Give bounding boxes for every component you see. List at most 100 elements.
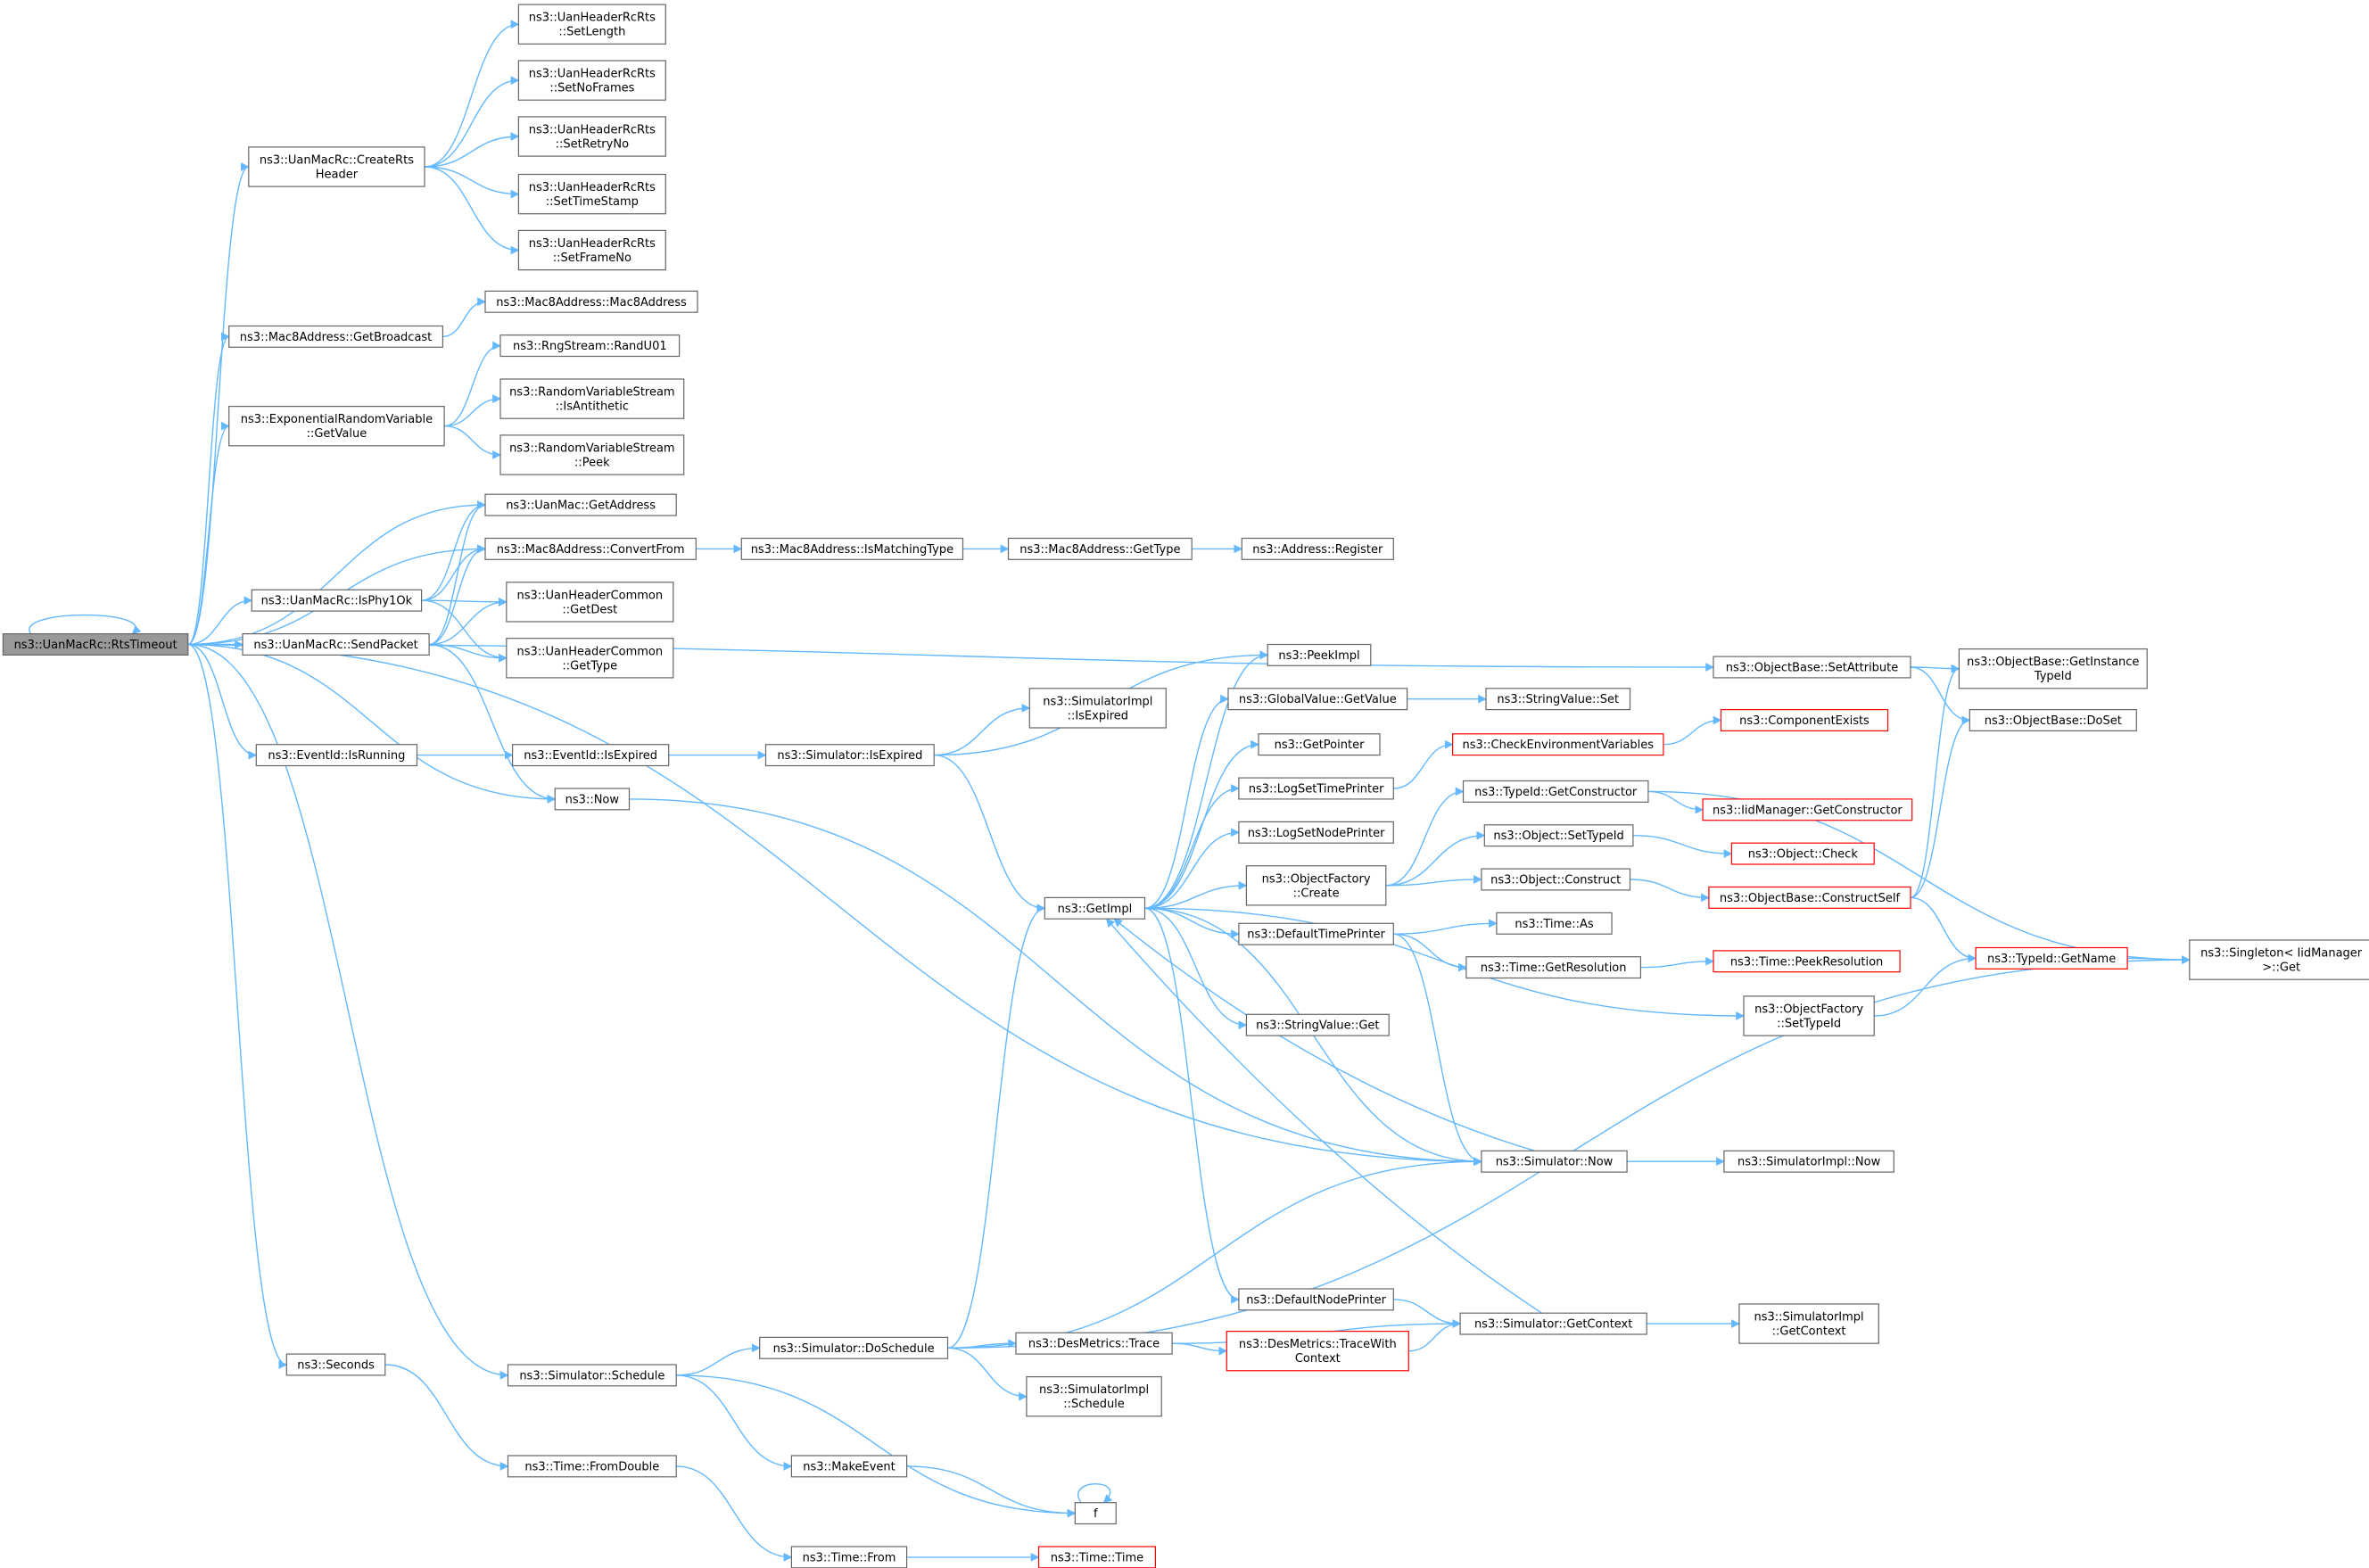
node-gvGetValue[interactable]: ns3::GlobalValue::GetValue — [1227, 688, 1408, 711]
node-makeEvent[interactable]: ns3::MakeEvent — [790, 1455, 908, 1478]
node-simNow[interactable]: ns3::Simulator::Now — [1481, 1150, 1628, 1173]
node-setTimeStamp[interactable]: ns3::UanHeaderRcRts::SetTimeStamp — [517, 173, 666, 215]
node-getDest[interactable]: ns3::UanHeaderCommon::GetDest — [506, 582, 674, 623]
node-now[interactable]: ns3::Now — [554, 788, 631, 811]
node-constructSelf[interactable]: ns3::ObjectBase::ConstructSelf — [1708, 886, 1911, 909]
node-peekImpl[interactable]: ns3::PeekImpl — [1267, 643, 1372, 666]
node-box — [1007, 537, 1193, 560]
node-simImplIsExpired[interactable]: ns3::SimulatorImpl::IsExpired — [1028, 688, 1167, 729]
node-addrRegister[interactable]: ns3::Address::Register — [1241, 537, 1394, 560]
node-getBroadcast[interactable]: ns3::Mac8Address::GetBroadcast — [228, 325, 444, 348]
node-objCheck[interactable]: ns3::Object::Check — [1730, 842, 1875, 865]
node-eventIsRunning[interactable]: ns3::EventId::IsRunning — [255, 744, 418, 767]
node-label: ns3::Mac8Address::Mac8Address — [496, 296, 687, 309]
node-logSetNodePrinter[interactable]: ns3::LogSetNodePrinter — [1238, 821, 1394, 844]
edge-createRts-to-setTimeStamp — [424, 166, 520, 199]
edge-sendPacket-to-hdrGetType — [429, 643, 508, 663]
node-singletonGet[interactable]: ns3::Singleton< IidManager>::Get — [2189, 939, 2369, 980]
edge-logSetTimePrinter-to-checkEnv — [1393, 739, 1454, 789]
edge-getImpl-to-stringValueGet — [1144, 907, 1248, 1030]
node-timeFrom[interactable]: ns3::Time::From — [790, 1546, 908, 1568]
node-fromDouble[interactable]: ns3::Time::FromDouble — [507, 1455, 677, 1478]
node-label: ns3::UanHeaderRcRts — [529, 68, 656, 81]
node-isAntithetic[interactable]: ns3::RandomVariableStream::IsAntithetic — [499, 378, 685, 419]
node-label: ns3::EventId::IsRunning — [268, 749, 405, 763]
node-simImplGetContext[interactable]: ns3::SimulatorImpl::GetContext — [1738, 1303, 1879, 1344]
node-objSetTypeId[interactable]: ns3::Object::SetTypeId — [1483, 824, 1634, 847]
node-isPhy1Ok[interactable]: ns3::UanMacRc::IsPhy1Ok — [251, 589, 423, 612]
node-checkEnv[interactable]: ns3::CheckEnvironmentVariables — [1451, 733, 1664, 756]
node-objConstruct[interactable]: ns3::Object::Construct — [1481, 868, 1631, 891]
node-setNoFrames[interactable]: ns3::UanHeaderRcRts::SetNoFrames — [517, 60, 666, 101]
node-setAttribute[interactable]: ns3::ObjectBase::SetAttribute — [1713, 656, 1911, 679]
node-simImplNow[interactable]: ns3::SimulatorImpl::Now — [1723, 1150, 1894, 1173]
node-hdrGetType[interactable]: ns3::UanHeaderCommon::GetType — [506, 638, 674, 679]
node-box — [1238, 821, 1394, 844]
node-simIsExpired[interactable]: ns3::Simulator::IsExpired — [764, 744, 935, 767]
edge-root-to-root — [29, 614, 142, 635]
node-ofSetTypeId[interactable]: ns3::ObjectFactory::SetTypeId — [1743, 995, 1875, 1036]
node-mac8ctor[interactable]: ns3::Mac8Address::Mac8Address — [484, 290, 698, 313]
node-componentExists[interactable]: ns3::ComponentExists — [1720, 708, 1889, 731]
node-peekResolution[interactable]: ns3::Time::PeekResolution — [1713, 950, 1901, 973]
node-box — [1481, 1150, 1628, 1173]
node-isMatchingType[interactable]: ns3::Mac8Address::IsMatchingType — [740, 537, 964, 560]
node-label: ns3::RandomVariableStream — [509, 442, 675, 456]
node-box — [1483, 824, 1634, 847]
node-setLength[interactable]: ns3::UanHeaderRcRts::SetLength — [517, 4, 666, 45]
node-simImplSchedule[interactable]: ns3::SimulatorImpl::Schedule — [1026, 1375, 1162, 1417]
node-label: ns3::UanHeaderCommon — [516, 589, 663, 602]
node-box — [740, 537, 964, 560]
edge-sendPacket-to-convertFrom — [429, 544, 486, 646]
node-convertFrom[interactable]: ns3::Mac8Address::ConvertFrom — [484, 537, 697, 560]
node-label: ns3::TypeId::GetConstructor — [1474, 786, 1638, 799]
node-eventIsExpired[interactable]: ns3::EventId::IsExpired — [511, 744, 670, 767]
node-typeIdGetCtor[interactable]: ns3::TypeId::GetConstructor — [1462, 780, 1649, 803]
node-defaultNodePrinter[interactable]: ns3::DefaultNodePrinter — [1238, 1288, 1394, 1311]
node-box — [517, 60, 666, 101]
node-f[interactable]: f — [1074, 1502, 1117, 1525]
node-logSetTimePrinter[interactable]: ns3::LogSetTimePrinter — [1238, 777, 1394, 800]
node-getResolution[interactable]: ns3::Time::GetResolution — [1465, 956, 1642, 979]
node-box — [517, 116, 666, 157]
edge-root-to-simNow — [187, 643, 1482, 1167]
node-root[interactable]: ns3::UanMacRc::RtsTimeout — [2, 632, 189, 656]
node-stringValueSet[interactable]: ns3::StringValue::Set — [1485, 688, 1631, 711]
node-box — [484, 290, 698, 313]
node-label: ns3::StringValue::Get — [1256, 1019, 1379, 1033]
node-setRetryNo[interactable]: ns3::UanHeaderRcRts::SetRetryNo — [517, 116, 666, 157]
node-box — [484, 493, 677, 516]
node-box — [554, 788, 631, 811]
node-label: ns3::DefaultTimePrinter — [1247, 928, 1385, 942]
node-label: ns3::Time::As — [1515, 918, 1594, 931]
edge-root-to-setAttribute — [187, 643, 1714, 672]
node-box — [1028, 688, 1167, 729]
node-timeTime[interactable]: ns3::Time::Time — [1037, 1546, 1156, 1568]
node-doSet[interactable]: ns3::ObjectBase::DoSet — [1969, 708, 2137, 731]
node-seconds[interactable]: ns3::Seconds — [285, 1353, 386, 1376]
node-uanGetAddress[interactable]: ns3::UanMac::GetAddress — [484, 493, 677, 516]
node-getImpl[interactable]: ns3::GetImpl — [1044, 896, 1146, 920]
node-defaultTimePrinter[interactable]: ns3::DefaultTimePrinter — [1238, 922, 1394, 945]
node-timeAs[interactable]: ns3::Time::As — [1496, 912, 1613, 935]
node-randU01[interactable]: ns3::RngStream::RandU01 — [499, 334, 681, 358]
node-typeIdGetName[interactable]: ns3::TypeId::GetName — [1975, 946, 2128, 970]
node-getContext[interactable]: ns3::Simulator::GetContext — [1459, 1312, 1647, 1335]
node-sendPacket[interactable]: ns3::UanMacRc::SendPacket — [242, 632, 430, 656]
node-peek[interactable]: ns3::RandomVariableStream::Peek — [499, 434, 685, 475]
node-setFrameNo[interactable]: ns3::UanHeaderRcRts::SetFrameNo — [517, 229, 666, 271]
node-expGetValue[interactable]: ns3::ExponentialRandomVariable::GetValue — [228, 406, 445, 447]
edge-getResolution-to-peekResolution — [1640, 956, 1714, 969]
node-stringValueGet[interactable]: ns3::StringValue::Get — [1245, 1013, 1390, 1036]
node-iidGetCtor[interactable]: ns3::IidManager::GetConstructor — [1702, 798, 1913, 821]
node-doSchedule[interactable]: ns3::Simulator::DoSchedule — [759, 1336, 949, 1359]
node-getPointer[interactable]: ns3::GetPointer — [1258, 733, 1381, 756]
node-label: ns3::Time::Time — [1051, 1551, 1143, 1564]
node-mac8GetType[interactable]: ns3::Mac8Address::GetType — [1007, 537, 1193, 560]
node-schedule[interactable]: ns3::Simulator::Schedule — [507, 1364, 677, 1387]
node-ofCreate[interactable]: ns3::ObjectFactory::Create — [1245, 865, 1387, 906]
node-desTrace[interactable]: ns3::DesMetrics::Trace — [1015, 1332, 1173, 1355]
